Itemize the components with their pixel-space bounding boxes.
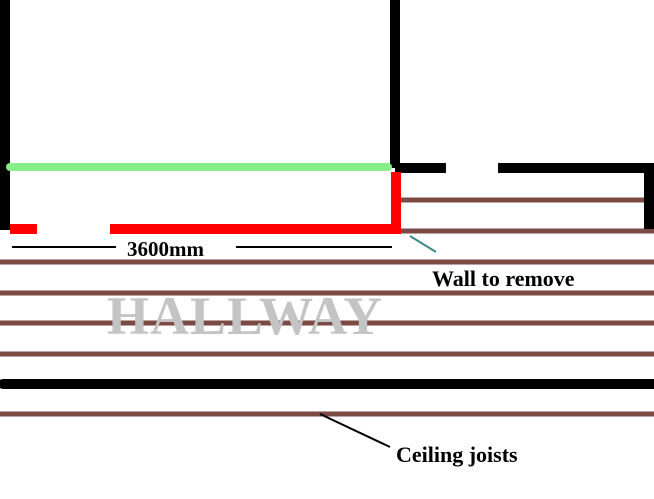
ceiling-joists [0, 197, 654, 417]
ceiling-joists-leader [319, 413, 391, 448]
ceiling-joists-label: Ceiling joists [396, 442, 518, 467]
wall-to-remove-label: Wall to remove [432, 266, 575, 291]
existing-walls [0, 0, 654, 230]
dimension-label: 3600mm [127, 237, 204, 261]
wall-to-remove-leader [409, 235, 437, 253]
wall-to-remove [10, 172, 401, 234]
room-label: HALLWAY [107, 286, 383, 346]
